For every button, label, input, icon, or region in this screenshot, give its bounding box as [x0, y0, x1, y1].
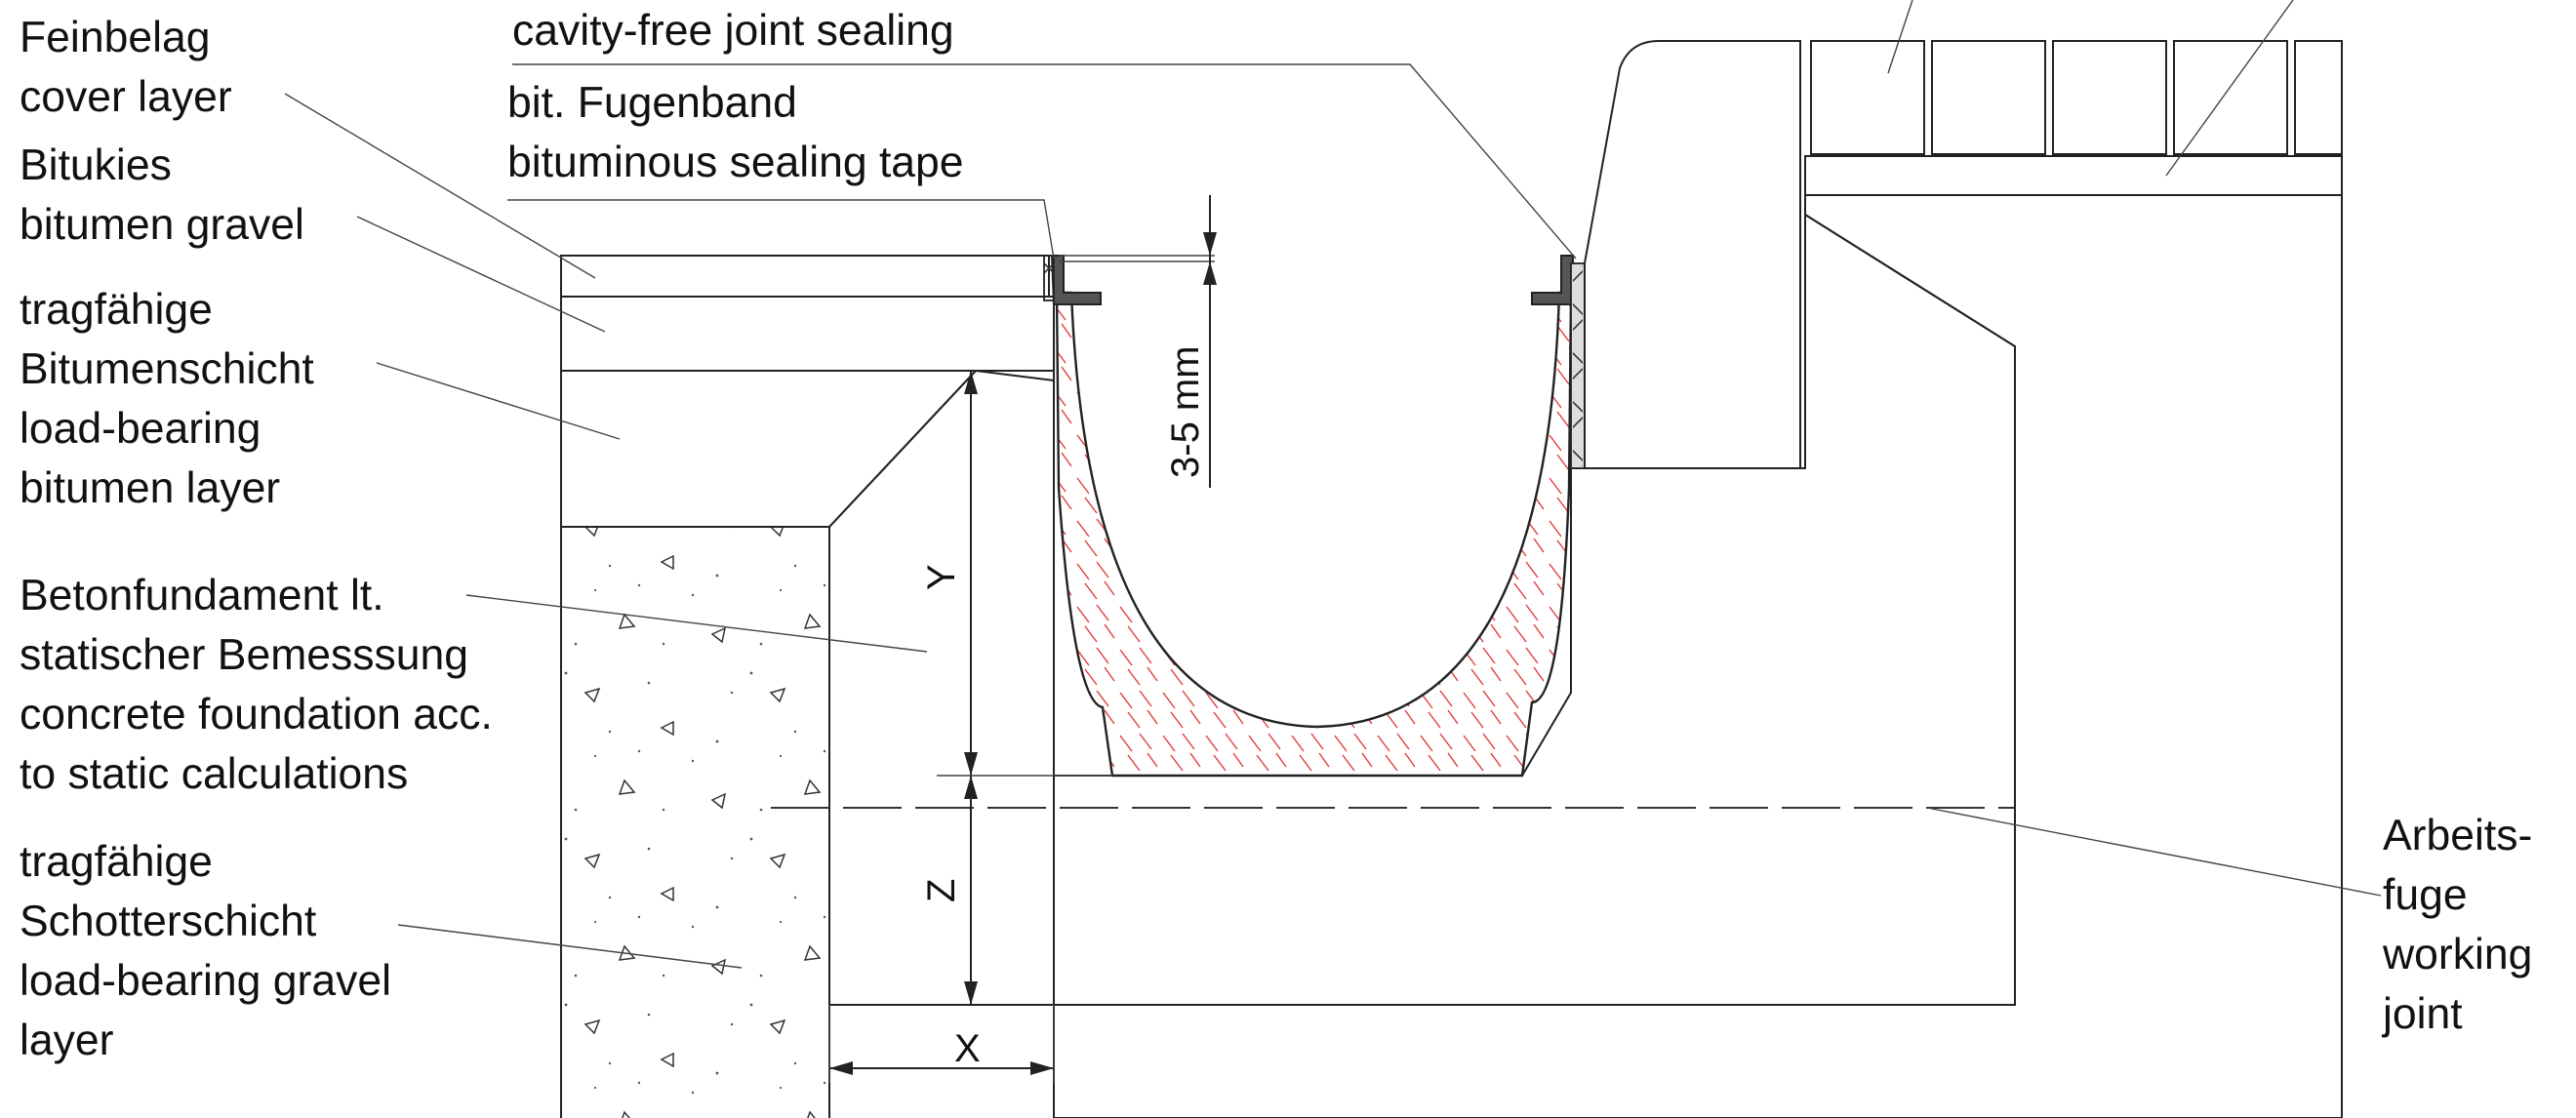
bitumen-gravel-layer: [560, 296, 1055, 372]
kerb-stone: [1584, 40, 1801, 469]
dimension-x: X: [954, 1027, 981, 1070]
label-arbeitsfuge: Arbeits- fuge working joint: [2381, 812, 2545, 1038]
sealing-tapes: [1043, 255, 1586, 469]
dimension-lines: [828, 195, 1217, 1083]
label-betonfundament: Betonfundament lt. statischer Bemesssung…: [20, 572, 504, 798]
label-fugenband: bit. Fugenband bituminous sealing tape: [507, 79, 964, 186]
dimension-y: Y: [920, 564, 963, 590]
drainage-channel: [1050, 255, 1574, 778]
concrete-foundation: [828, 213, 2016, 1118]
gravel-base-right: [1053, 194, 2343, 1118]
label-bitumenschicht: tragfähige Bitumenschicht load-bearing b…: [20, 286, 326, 512]
label-bitukies: Bitukies bitumen gravel: [20, 141, 304, 249]
cover-layer: [560, 255, 1050, 298]
paving-stones: [1804, 40, 2343, 1118]
label-schotterschicht: tragfähige Schotterschicht load-bearing …: [20, 838, 403, 1064]
dimension-gap: 3-5 mm: [1164, 345, 1207, 478]
channel-edge-right: [1531, 255, 1574, 305]
load-bearing-bitumen-layer: [560, 369, 1055, 528]
label-feinbelag: Feinbelag cover layer: [20, 14, 232, 121]
road-layers: [560, 255, 1055, 528]
label-joint-sealing: cavity-free joint sealing: [512, 7, 954, 55]
channel-edge-left: [1050, 255, 1102, 305]
gravel-base-left: [560, 526, 830, 1118]
leader-lines: [284, 0, 2382, 969]
dimension-z: Z: [920, 879, 963, 902]
